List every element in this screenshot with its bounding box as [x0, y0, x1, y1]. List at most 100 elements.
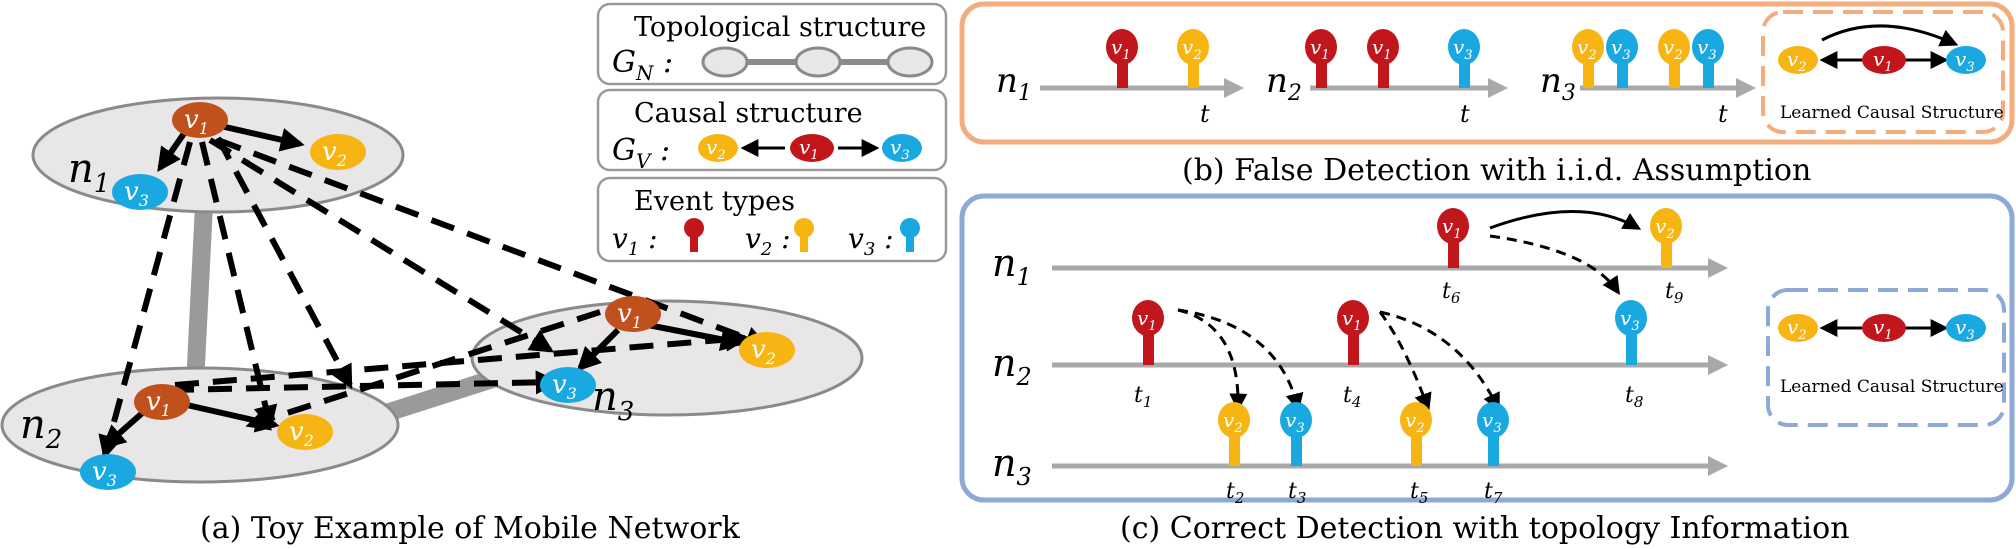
panel-c-caption: (c) Correct Detection with topology Info… [1120, 511, 1850, 546]
panel-b-pin-v2 [1658, 29, 1690, 88]
svg-text:v3: v3 [1611, 35, 1631, 63]
panel-a-v2-n2 [277, 414, 333, 450]
panel-c-pin-v2-t9 [1650, 208, 1682, 268]
svg-text:n3: n3 [1540, 61, 1576, 106]
panel-b-n-labels: n1 n2 n3 [996, 61, 1576, 106]
v-label: v1 [184, 105, 209, 138]
svg-text:v2: v2 [1577, 35, 1597, 63]
panel-a [0, 96, 864, 490]
panel-b-pin-v3 [1448, 29, 1480, 88]
panel-c-pin-v3-t7 [1477, 402, 1509, 466]
panel-a-v3-n1 [112, 174, 168, 210]
svg-text:n2: n2 [1266, 61, 1302, 106]
panel-b-pin-v3 [1692, 29, 1724, 88]
panel-a-v3-n2 [80, 454, 136, 490]
panel-b-learned-v2 [1778, 46, 1818, 74]
v-label: v1 [617, 299, 642, 332]
panel-c-learned-v3 [1946, 314, 1986, 342]
svg-text:n2: n2 [992, 341, 1032, 391]
panel-b-t-labels: t t t [1200, 100, 1728, 128]
n2-label: n2 [20, 402, 62, 455]
legend-pin-v2 [794, 218, 814, 252]
panel-a-n-labels: n1 n2 n3 [20, 146, 634, 455]
panel-b-frame [959, 1, 2015, 145]
n3-label: n3 [592, 374, 634, 427]
panel-c-learned-box [1766, 288, 2006, 427]
panel-a-v2-n3 [739, 332, 795, 368]
panel-b-pin-labels: v1 v2 v1 v1 v3 v2 v3 v2 v3 v2 v1 v3 [1111, 35, 1975, 75]
panel-c-learned-label: Learned Causal Structure [1780, 377, 2004, 397]
panel-c-learned-v1 [1862, 314, 1906, 342]
legend-v1-label: v1 [799, 135, 819, 163]
svg-text:v2: v2 [1182, 35, 1202, 63]
solid-intra-edges [101, 121, 745, 450]
svg-text:v3: v3 [1955, 47, 1975, 75]
panel-c-pin-v1-t4 [1337, 300, 1369, 365]
svg-text:t: t [1460, 100, 1470, 128]
v-label: v2 [289, 417, 314, 450]
panel-a-v2-n1 [310, 134, 366, 170]
dashed-cross-edges [98, 136, 770, 460]
legend-causal-symbol: GV : [612, 133, 670, 173]
panel-a-v1-n3 [605, 296, 661, 332]
v-label: v3 [552, 370, 577, 403]
legend-pin-v3 [900, 218, 920, 252]
legend-v3-label: v3 [890, 135, 910, 163]
panel-b-learned-curve-arrow [1821, 24, 1959, 47]
legend: Topological structure GN : Causal struct… [596, 2, 948, 263]
panel-c-pin-v1-t6 [1437, 208, 1469, 268]
svg-text:t7: t7 [1484, 479, 1503, 507]
legend-topo-node [794, 46, 842, 78]
svg-text:v2: v2 [1787, 47, 1807, 75]
svg-text:t: t [1200, 100, 1210, 128]
svg-text:v1: v1 [1873, 47, 1893, 75]
svg-text:n1: n1 [996, 61, 1032, 106]
panel-b-pin-v1 [1305, 29, 1337, 88]
svg-text:t: t [1718, 100, 1728, 128]
panel-c-dashed-arrows [1177, 234, 1620, 412]
svg-text:v1: v1 [1111, 35, 1131, 63]
legend-topo-node [701, 46, 749, 78]
panel-b-pin-v1 [1106, 29, 1138, 88]
svg-text:v3: v3 [1620, 306, 1640, 334]
panel-b-learned-v1 [1862, 46, 1906, 74]
legend-causal-title: Causal structure [634, 98, 863, 129]
legend-causal-box [596, 88, 948, 172]
svg-text:t9: t9 [1665, 279, 1684, 307]
legend-topo-symbol: GN : [612, 45, 673, 85]
panel-b: Learned Causal Structure [959, 1, 2015, 145]
panel-b-pin-v2 [1177, 29, 1209, 88]
svg-text:v1: v1 [1372, 35, 1392, 63]
legend-topo-title: Topological structure [634, 12, 926, 43]
panel-b-learned-label: Learned Causal Structure [1780, 103, 2004, 123]
panel-c-pin-v2-t2 [1218, 402, 1250, 466]
legend-event-box [596, 176, 948, 263]
svg-text:t1: t1 [1134, 383, 1152, 411]
legend-event-title: Event types [634, 186, 795, 217]
panel-b-pin-v2 [1572, 29, 1604, 88]
legend-v3-node [882, 134, 922, 162]
panel-a-caption: (a) Toy Example of Mobile Network [200, 511, 741, 546]
panel-b-caption: (b) False Detection with i.i.d. Assumpti… [1182, 153, 1811, 188]
panel-a-v1-n1 [172, 102, 228, 138]
legend-event-v3: v3 : [848, 222, 894, 260]
svg-text:v2: v2 [1663, 35, 1683, 63]
svg-text:v3: v3 [1453, 35, 1473, 63]
svg-text:t3: t3 [1288, 479, 1306, 507]
svg-text:n3: n3 [992, 441, 1032, 491]
panel-a-v-labels: v1 v2 v3 v1 v2 v3 v1 v2 v3 [92, 105, 776, 490]
svg-text:v1: v1 [1310, 35, 1330, 63]
legend-v2-label: v2 [706, 135, 726, 163]
svg-text:v2: v2 [1405, 408, 1425, 436]
panel-c-learned-v2 [1778, 314, 1818, 342]
svg-text:v3: v3 [1697, 35, 1717, 63]
svg-text:v2: v2 [1787, 315, 1807, 343]
v-label: v1 [146, 387, 171, 420]
panel-b-pin-v3 [1606, 29, 1638, 88]
v-label: v3 [124, 177, 149, 210]
panel-c-arrow-t6-t9 [1489, 210, 1642, 230]
svg-text:n1: n1 [992, 241, 1032, 291]
panel-b-learned-v3 [1946, 46, 1986, 74]
legend-v1-node [790, 134, 834, 162]
